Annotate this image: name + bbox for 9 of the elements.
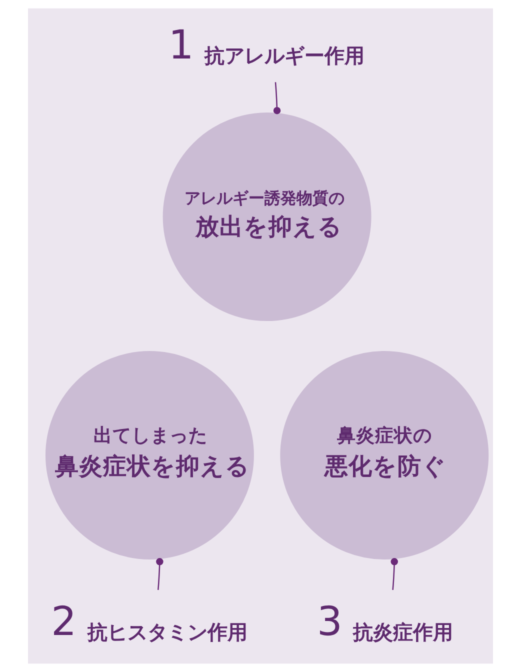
node-circle: 鼻炎症状の 悪化を防ぐ — [280, 350, 489, 560]
node-text: 1 抗アレルギー作用 — [168, 22, 365, 68]
connector — [156, 558, 164, 590]
node-text: 3 抗炎症作用 — [316, 599, 454, 646]
node-circle: 出てしまった 鼻炎症状を抑える — [45, 350, 254, 560]
connector — [390, 558, 398, 590]
node-circle: アレルギー誘発物質の 放出を抑える — [162, 112, 372, 322]
connector — [273, 82, 281, 114]
node-text: 2 抗ヒスタミン作用 — [51, 599, 248, 646]
